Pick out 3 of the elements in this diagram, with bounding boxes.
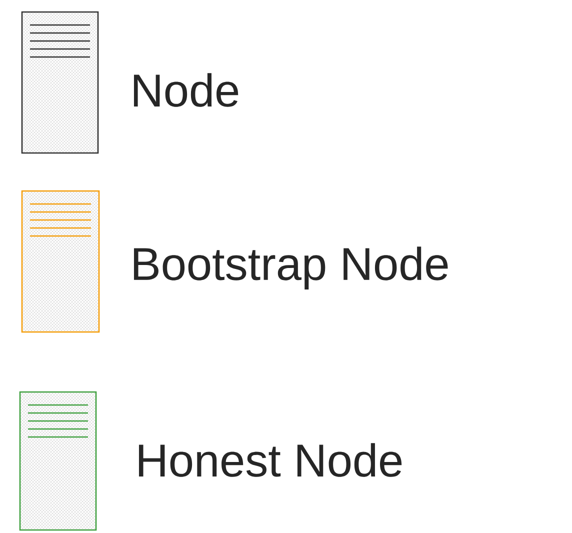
legend-label: Honest Node <box>138 443 402 477</box>
legend-label: Bootstrap Node <box>134 246 448 290</box>
legend-label: Node <box>134 73 238 107</box>
